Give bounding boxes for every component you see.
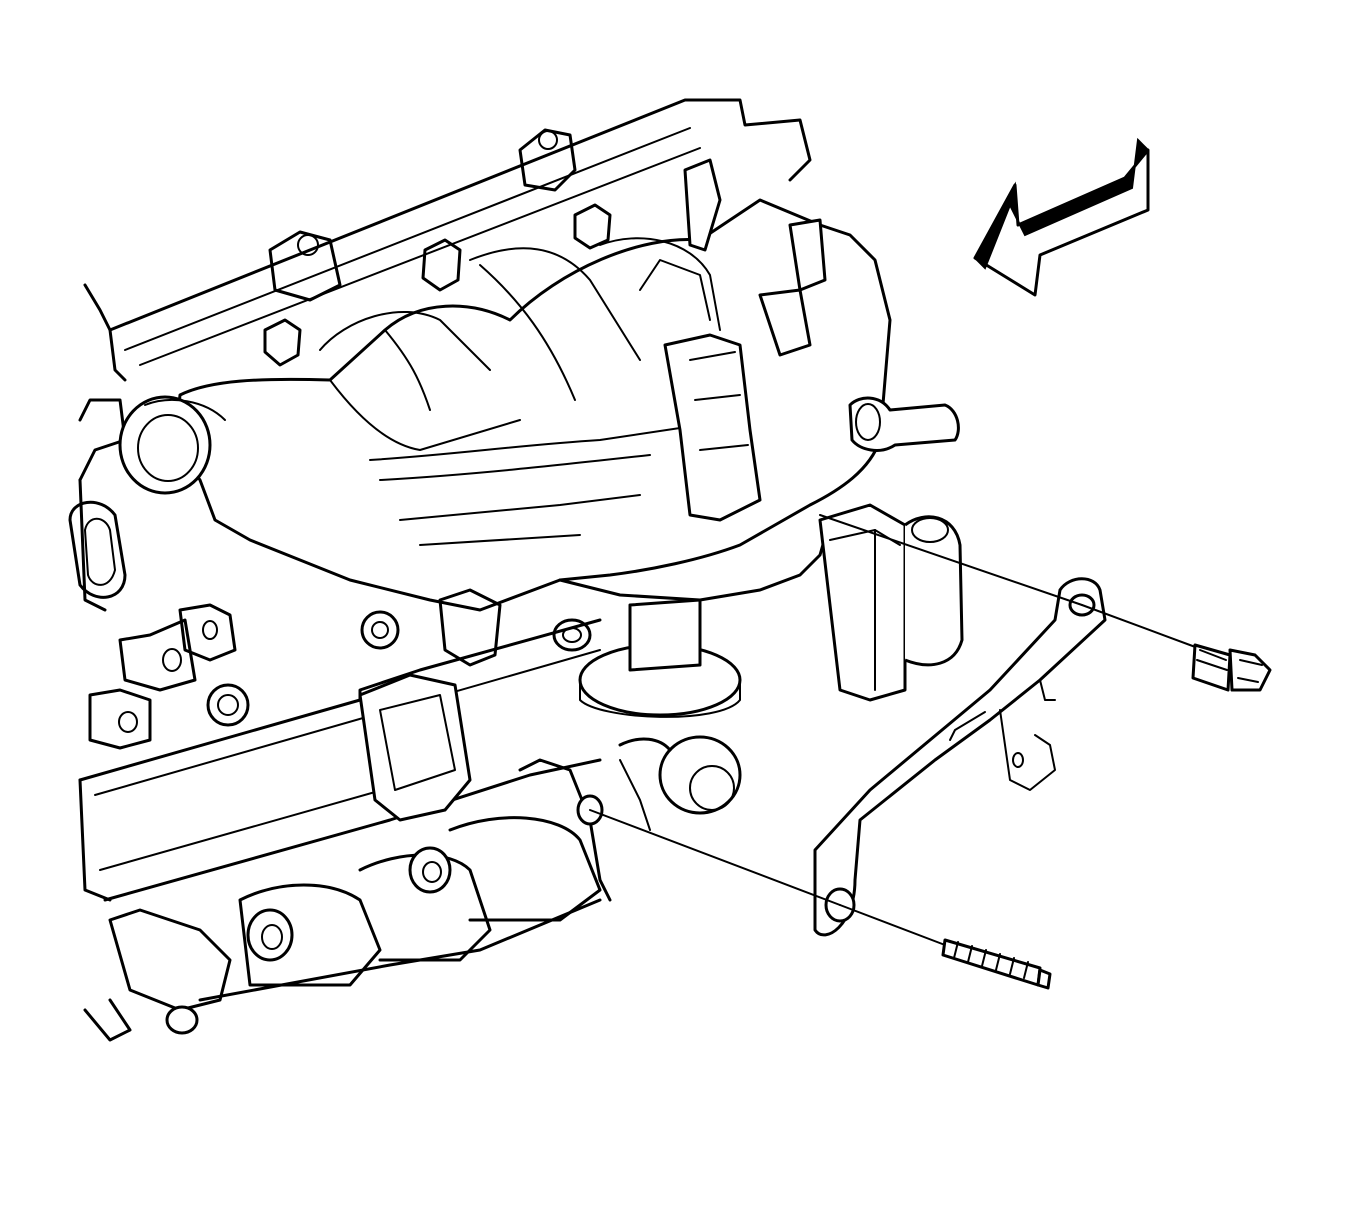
view-direction-arrow [973, 137, 1150, 297]
exhaust-manifold [78, 588, 742, 1042]
upper-bracket-bolt [1191, 643, 1272, 692]
lower-bracket-stud [941, 938, 1052, 990]
leader-lines [589, 514, 1199, 946]
cylinder-head [68, 98, 812, 612]
intake-manifold [118, 158, 964, 718]
